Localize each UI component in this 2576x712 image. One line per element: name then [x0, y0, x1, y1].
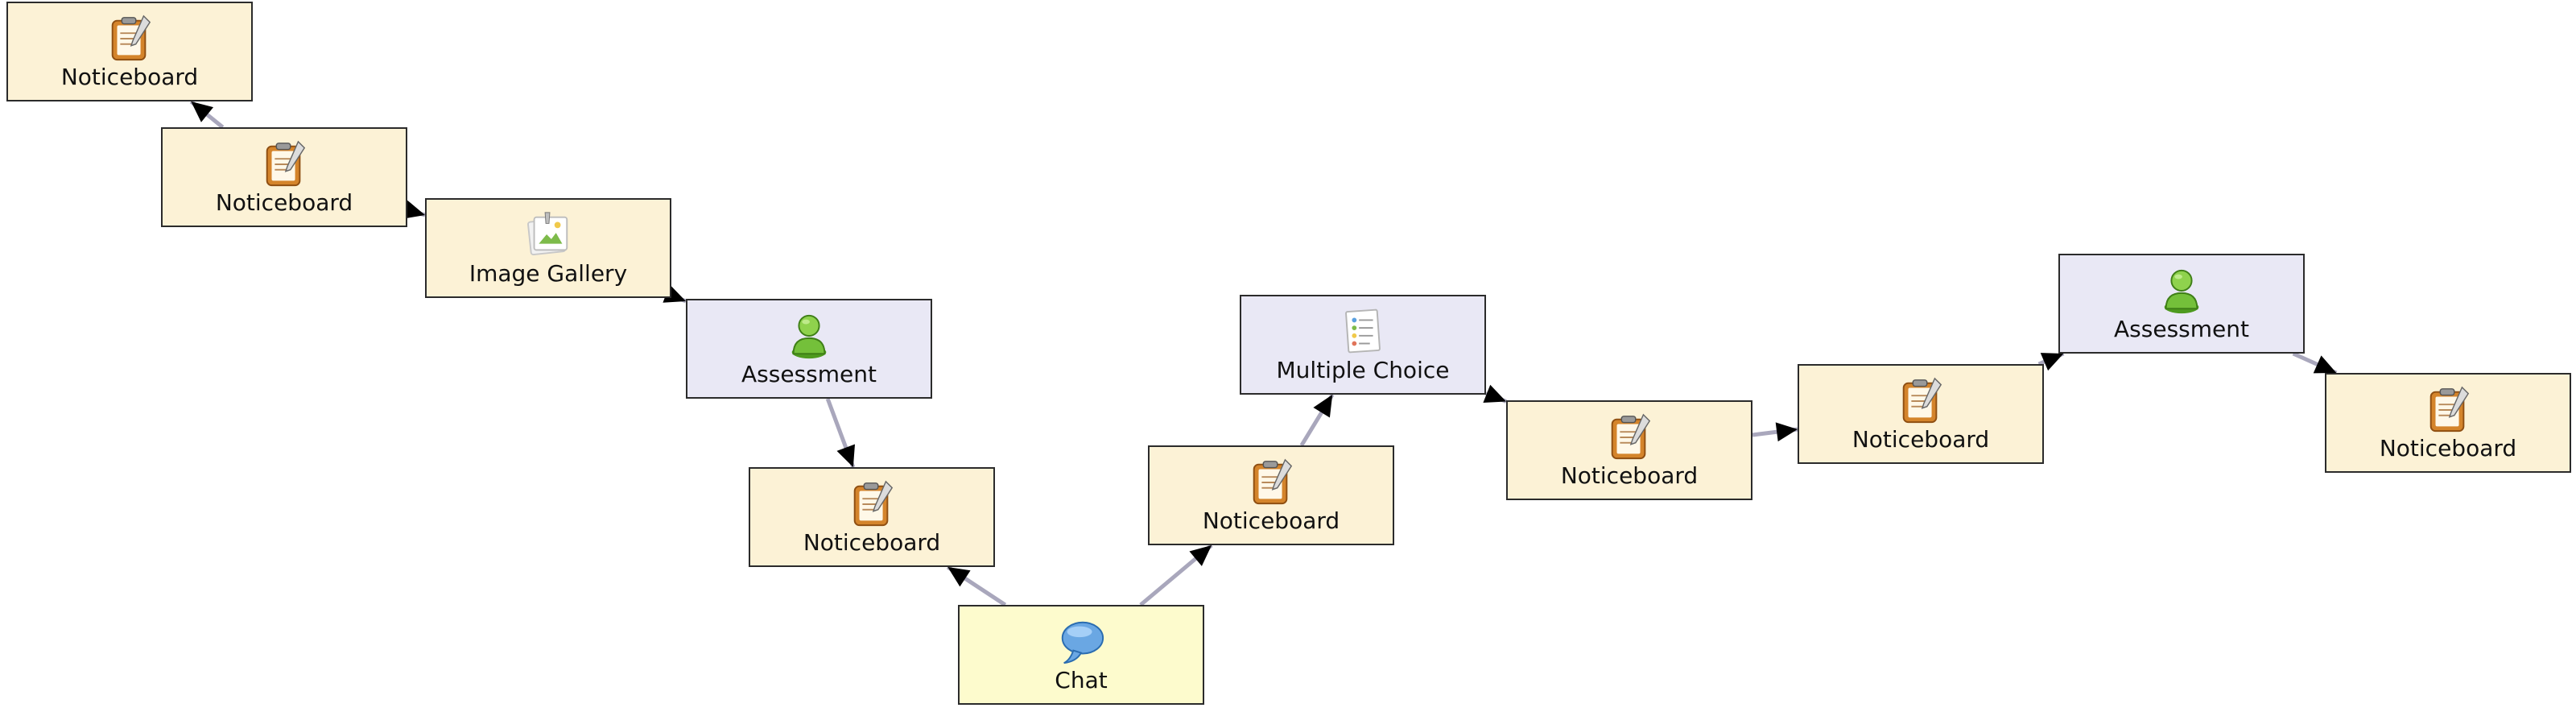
activity-chat[interactable]: Chat — [958, 605, 1204, 705]
activity-noticeboard[interactable]: Noticeboard — [1148, 445, 1394, 545]
activity-label: Noticeboard — [1560, 462, 1699, 489]
arrowhead-icon — [1775, 422, 1798, 442]
noticeboard-icon — [1896, 375, 1946, 425]
activity-label: Noticeboard — [2379, 435, 2517, 462]
activity-label: Noticeboard — [215, 189, 353, 216]
activity-label: Image Gallery — [469, 260, 628, 287]
arrowhead-icon — [836, 444, 856, 467]
activity-noticeboard[interactable]: Noticeboard — [161, 127, 407, 227]
multiple-choice-icon — [1338, 306, 1388, 356]
arrowhead-icon — [2313, 355, 2337, 374]
arrowhead-icon — [1189, 545, 1212, 566]
chat-bubble-icon — [1056, 616, 1106, 666]
activity-noticeboard[interactable]: Noticeboard — [6, 2, 253, 101]
activity-gallery[interactable]: Image Gallery — [425, 198, 671, 298]
activity-label: Noticeboard — [803, 529, 941, 556]
noticeboard-icon — [1246, 457, 1296, 507]
person-icon — [2157, 265, 2207, 315]
arrowhead-icon — [402, 200, 425, 219]
activity-label: Assessment — [2114, 316, 2249, 342]
activity-noticeboard[interactable]: Noticeboard — [749, 467, 995, 567]
activity-noticeboard[interactable]: Noticeboard — [1798, 364, 2044, 464]
activity-label: Noticeboard — [1202, 507, 1340, 534]
arrowhead-icon — [2040, 353, 2064, 371]
noticeboard-icon — [847, 478, 897, 528]
person-icon — [784, 310, 834, 360]
noticeboard-icon — [105, 13, 155, 63]
activity-mcq[interactable]: Multiple Choice — [1240, 295, 1486, 395]
activity-label: Multiple Choice — [1276, 357, 1450, 383]
noticeboard-icon — [1604, 412, 1654, 462]
arrowhead-icon — [1483, 384, 1506, 404]
activity-label: Assessment — [741, 361, 877, 387]
arrowhead-icon — [1313, 395, 1333, 418]
activity-noticeboard[interactable]: Noticeboard — [2325, 373, 2571, 473]
noticeboard-icon — [2423, 384, 2473, 434]
image-gallery-icon — [523, 209, 573, 259]
activity-label: Noticeboard — [1852, 426, 1990, 453]
activity-noticeboard[interactable]: Noticeboard — [1506, 400, 1752, 500]
arrowhead-icon — [191, 101, 214, 122]
activity-label: Noticeboard — [60, 64, 199, 90]
activity-assessment[interactable]: Assessment — [686, 299, 932, 399]
noticeboard-icon — [259, 139, 309, 188]
arrowhead-icon — [947, 567, 971, 587]
activity-label: Chat — [1055, 667, 1108, 693]
activity-assessment[interactable]: Assessment — [2058, 254, 2305, 354]
